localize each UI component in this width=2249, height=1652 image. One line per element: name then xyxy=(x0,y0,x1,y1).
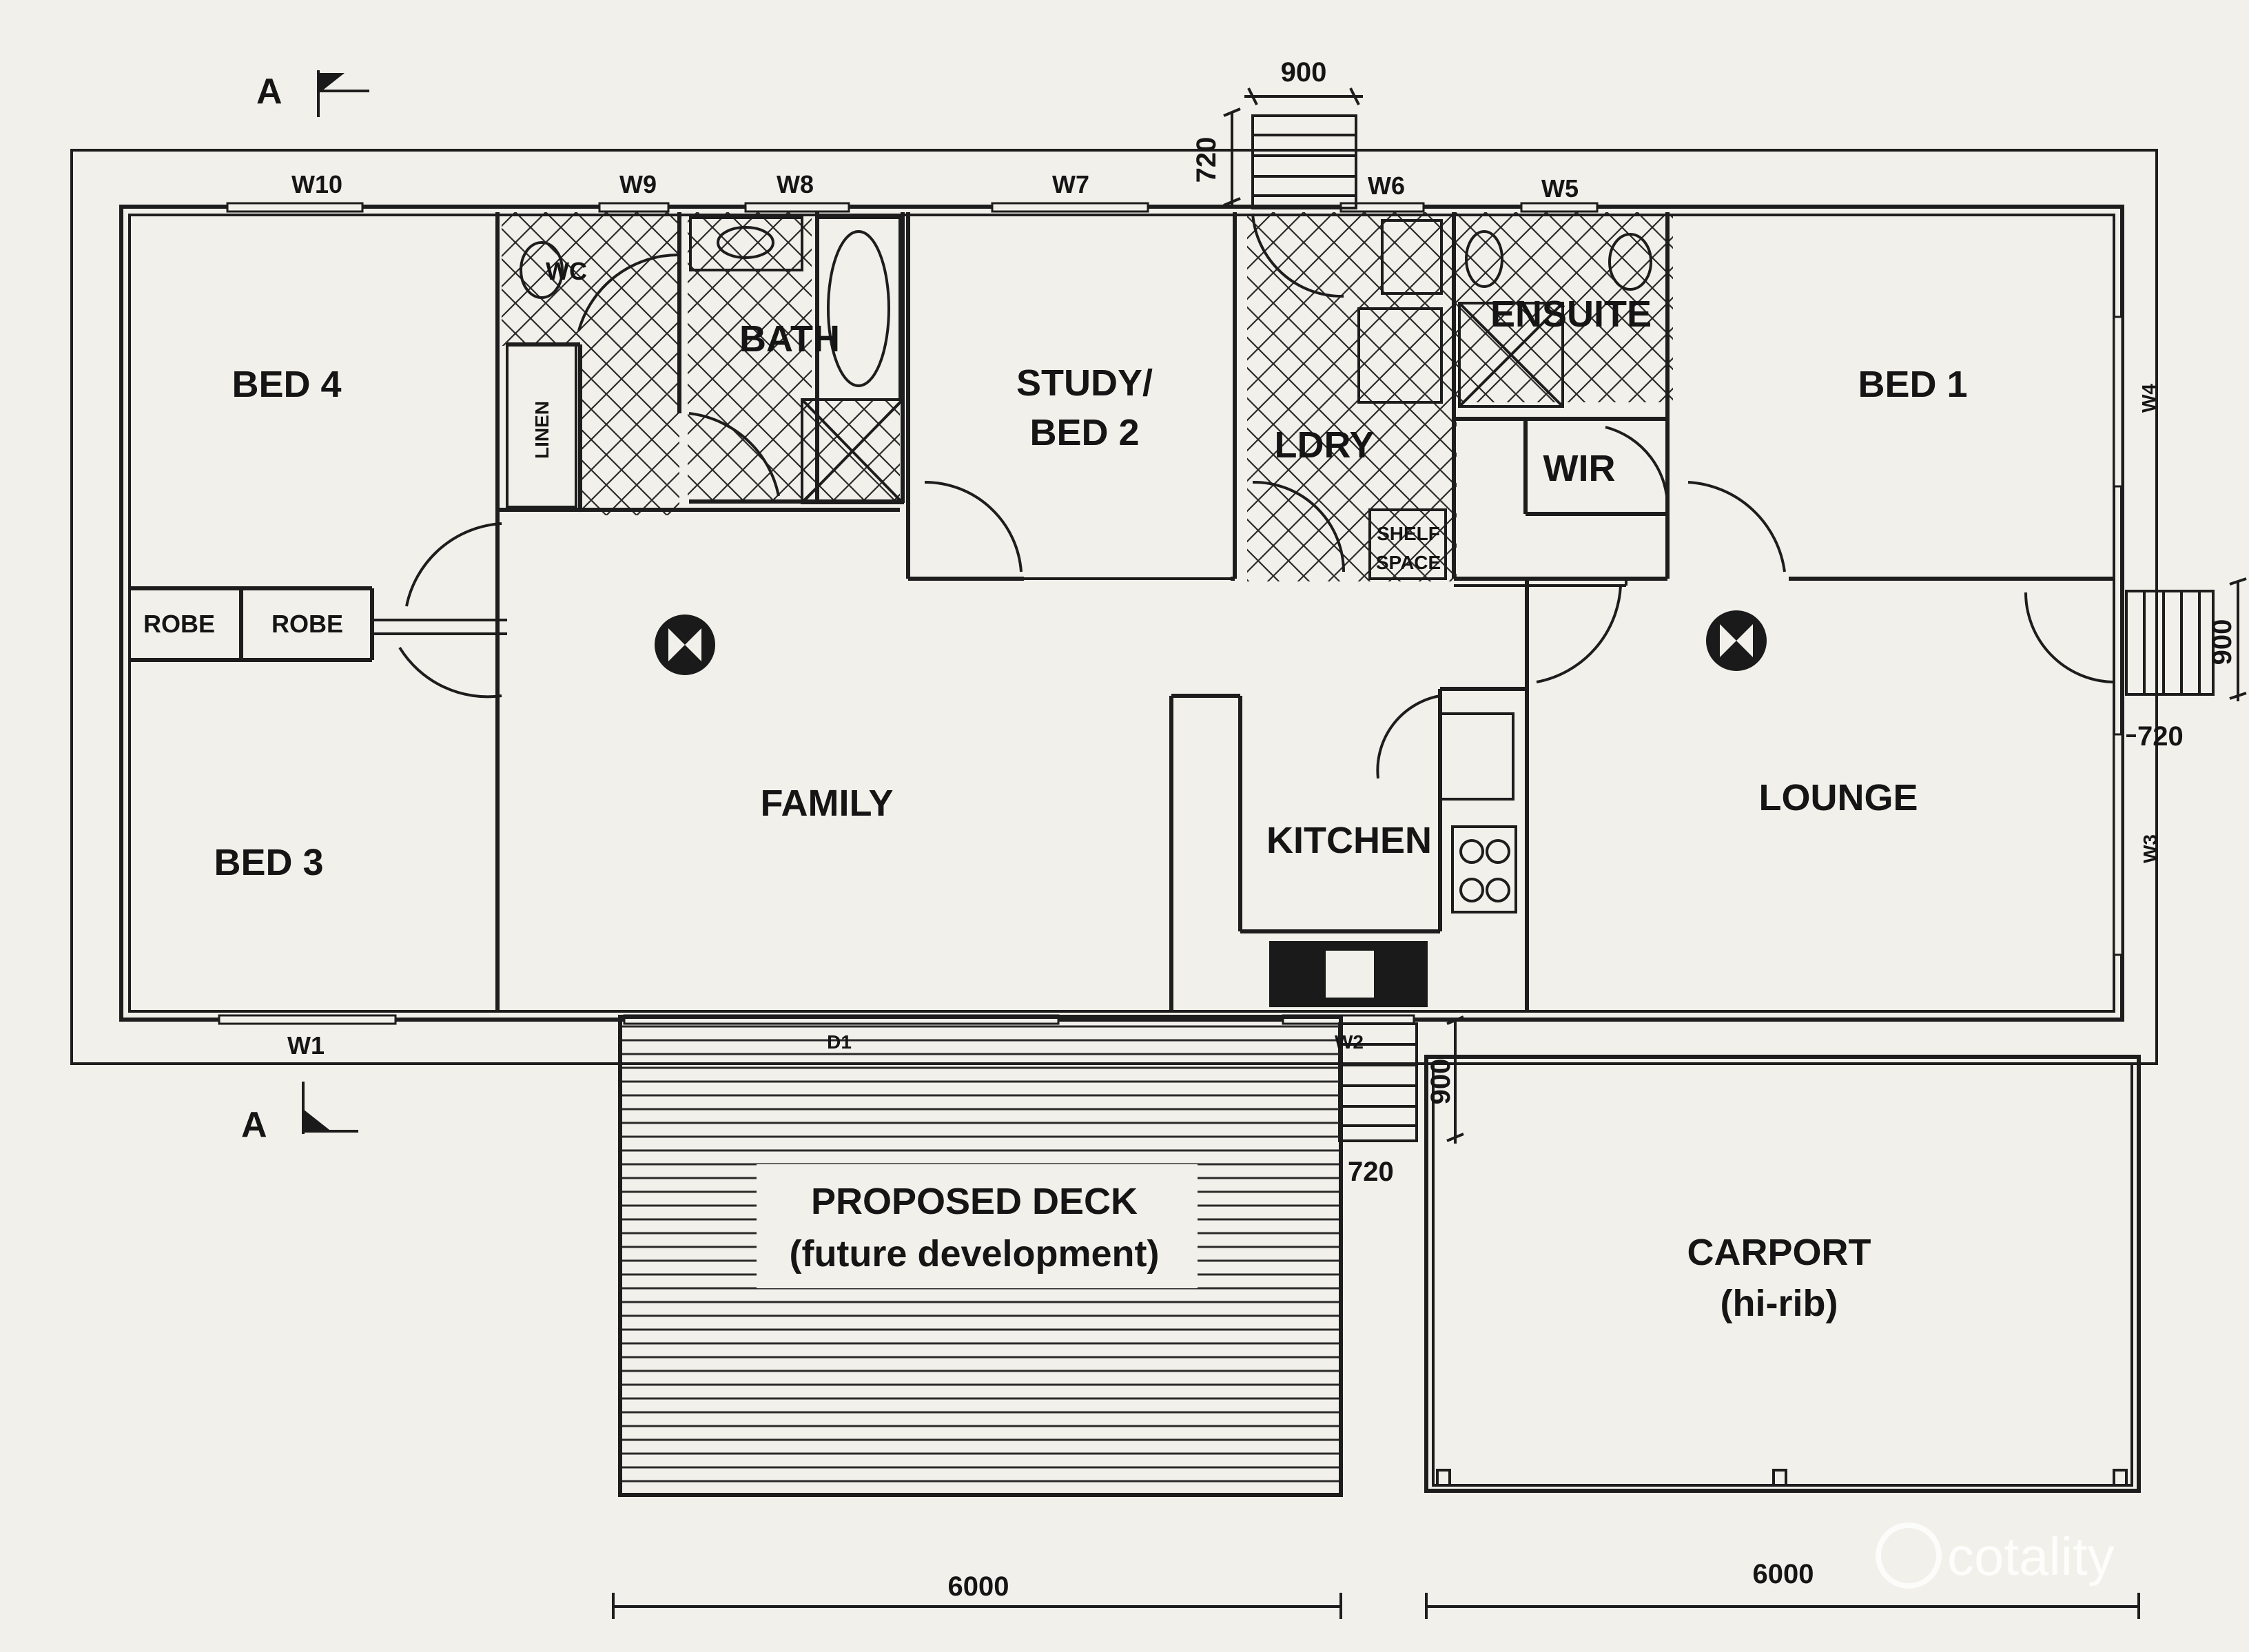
cotality-watermark: cotality xyxy=(1876,1522,2115,1589)
section-marker-top: A xyxy=(256,70,369,117)
window-label-w7: W7 xyxy=(1052,170,1089,198)
room-label-linen: LINEN xyxy=(531,401,553,459)
room-label-bed3: BED 3 xyxy=(214,842,323,883)
bath-vanity xyxy=(689,216,803,271)
room-label-study-bed2: BED 2 xyxy=(1029,412,1139,453)
burner-icon xyxy=(1486,839,1510,864)
room-label-bath: BATH xyxy=(739,318,840,360)
fixtures xyxy=(506,216,1767,1007)
window-label-w4: W4 xyxy=(2138,384,2159,413)
toilet-icon xyxy=(520,241,564,299)
room-label-deck: PROPOSED DECK xyxy=(811,1181,1138,1222)
room-label-robe: ROBE xyxy=(143,610,215,638)
window-label-w1: W1 xyxy=(287,1031,325,1060)
burner-icon xyxy=(1486,878,1510,902)
room-label-wir: WIR xyxy=(1543,448,1616,489)
window-label-d1: D1 xyxy=(827,1031,852,1053)
dimension-labels: 900 720 900 720 900 720 6000 6000 xyxy=(948,57,2237,1602)
linen-cupboard xyxy=(506,343,577,508)
room-label-lounge: LOUNGE xyxy=(1758,777,1918,818)
deck-label-backdrop xyxy=(757,1164,1198,1288)
window-label-w8: W8 xyxy=(777,170,814,198)
ensuite-toilet-icon xyxy=(1608,233,1652,291)
cooktop xyxy=(1451,825,1517,913)
shelf-space xyxy=(1368,508,1447,580)
section-marker-bottom: A xyxy=(241,1082,358,1145)
dimension-top-stair-width: 900 xyxy=(1281,57,1327,87)
watermark-text: cotality xyxy=(1947,1526,2115,1587)
proposed-deck xyxy=(618,1015,1343,1497)
window-label-w6: W6 xyxy=(1368,172,1405,200)
kitchen-fridge xyxy=(1439,712,1514,801)
ensuite-basin-icon xyxy=(1465,230,1503,288)
dimension-front-stair-width: 900 xyxy=(1426,1059,1456,1105)
room-label-deck-note: (future development) xyxy=(789,1233,1159,1274)
dimension-deck-width: 6000 xyxy=(948,1571,1009,1602)
room-label-ldry: LDRY xyxy=(1275,424,1375,466)
laundry-tub xyxy=(1381,219,1443,295)
dimension-top-stair-depth: 720 xyxy=(1191,137,1222,183)
room-label-family: FAMILY xyxy=(760,783,893,824)
room-label-bed1: BED 1 xyxy=(1858,364,1967,405)
ensuite-shower xyxy=(1458,302,1564,408)
room-label-carport: CARPORT xyxy=(1687,1232,1871,1273)
burner-icon xyxy=(1459,878,1484,902)
section-mark-label: A xyxy=(241,1105,267,1145)
room-label-space: SPACE xyxy=(1376,552,1441,573)
dimension-right-stair-width: 900 xyxy=(2207,619,2237,665)
dimension-lines xyxy=(612,87,2247,1619)
window-label-w3: W3 xyxy=(2139,834,2161,863)
room-label-carport-note: (hi-rib) xyxy=(1721,1283,1838,1324)
bathtub-icon xyxy=(827,230,890,387)
section-mark-label: A xyxy=(256,72,283,112)
room-labels: BED 4 BED 3 WC LINEN BATH STUDY/ BED 2 L… xyxy=(143,257,1968,1324)
room-label-wc: WC xyxy=(546,257,587,285)
carport xyxy=(1424,1055,2141,1493)
interior-walls xyxy=(130,212,2114,1013)
window-label-w5: W5 xyxy=(1541,174,1579,203)
window-label-w9: W9 xyxy=(619,170,657,198)
room-label-shelf: SHELF xyxy=(1377,523,1440,544)
cotality-logo-icon xyxy=(1876,1522,1942,1589)
washer-space xyxy=(1357,307,1443,404)
bath-shower xyxy=(801,398,904,504)
room-label-bed4: BED 4 xyxy=(232,364,341,405)
room-label-study: STUDY/ xyxy=(1016,362,1153,404)
window-marks xyxy=(218,202,2124,1025)
window-label-w2: W2 xyxy=(1335,1031,1364,1053)
room-label-kitchen: KITCHEN xyxy=(1266,820,1432,861)
window-labels: W10 W9 W8 W7 W6 W5 W4 W3 W1 D1 W2 xyxy=(287,170,2161,1060)
stairs-right xyxy=(2125,590,2215,696)
dimension-front-stair-depth: 720 xyxy=(1348,1157,1394,1187)
window-label-w10: W10 xyxy=(291,170,342,198)
room-label-robe: ROBE xyxy=(271,610,343,638)
dimension-carport-width: 6000 xyxy=(1753,1559,1814,1589)
basin-icon xyxy=(717,226,774,259)
room-label-ensuite: ENSUITE xyxy=(1490,293,1652,335)
stairs-top xyxy=(1251,114,1357,209)
burner-icon xyxy=(1459,839,1484,864)
dimension-right-stair-depth: 720 xyxy=(2137,721,2184,752)
doors xyxy=(398,213,2113,779)
